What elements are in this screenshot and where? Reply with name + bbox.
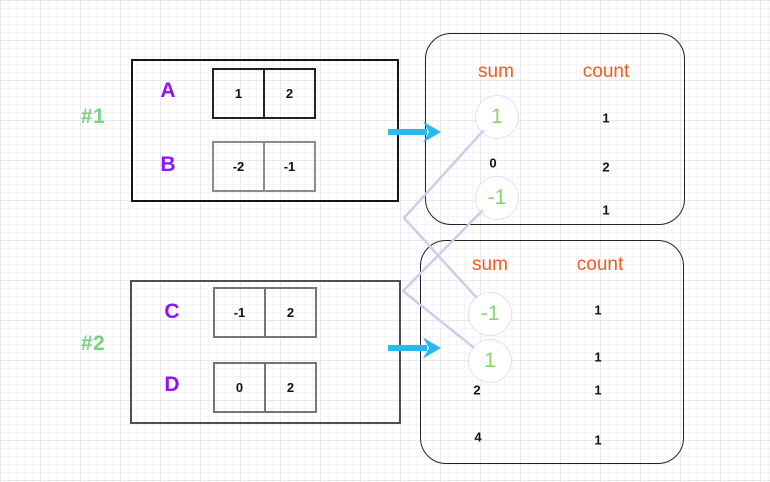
sum-value: 2 — [473, 382, 481, 398]
example-2-label: #2 — [80, 332, 106, 355]
array-cell: -2 — [212, 141, 265, 192]
example-1-label: #1 — [80, 105, 106, 128]
circled-sum: 1 — [468, 339, 512, 383]
example-2-result-box: sum count -1 1 1 1 2 1 4 1 — [420, 240, 684, 464]
array-b-label: B — [160, 153, 176, 176]
array-c-cells: -1 2 — [213, 287, 317, 338]
sum-column-header: sum — [472, 254, 508, 275]
array-cell: 2 — [264, 362, 317, 413]
array-cell: 1 — [212, 68, 265, 119]
sum-value: 1 — [484, 349, 496, 372]
count-value: 1 — [594, 349, 602, 365]
sum-value: 4 — [474, 429, 482, 445]
sum-value: -1 — [480, 302, 500, 325]
example-2-input-box: C -1 2 D 0 2 — [130, 280, 401, 424]
example-1-input-box: A 1 2 B -2 -1 — [131, 59, 399, 202]
array-d-cells: 0 2 — [213, 362, 317, 413]
sum-value: -1 — [487, 186, 507, 209]
array-cell: -1 — [263, 141, 316, 192]
array-b-cells: -2 -1 — [212, 141, 316, 192]
count-value: 1 — [594, 302, 602, 318]
count-value: 2 — [602, 159, 610, 175]
circled-sum: -1 — [475, 176, 519, 220]
count-column-header: count — [576, 254, 624, 275]
array-cell: -1 — [213, 287, 266, 338]
count-value: 1 — [594, 382, 602, 398]
array-cell: 2 — [263, 68, 316, 119]
sum-column-header: sum — [478, 61, 514, 82]
array-cell: 2 — [264, 287, 317, 338]
array-c-label: C — [164, 300, 180, 323]
count-value: 1 — [602, 202, 610, 218]
count-value: 1 — [594, 432, 602, 448]
circled-sum: 1 — [475, 95, 519, 139]
array-a-label: A — [160, 79, 176, 102]
circled-sum: -1 — [468, 292, 512, 336]
count-column-header: count — [582, 61, 630, 82]
sum-value: 1 — [491, 105, 503, 128]
array-d-label: D — [164, 373, 180, 396]
array-a-cells: 1 2 — [212, 68, 316, 119]
sum-value: 0 — [489, 155, 497, 171]
count-value: 1 — [602, 110, 610, 126]
example-1-result-box: sum count 1 1 0 2 -1 1 — [425, 33, 685, 225]
array-cell: 0 — [213, 362, 266, 413]
